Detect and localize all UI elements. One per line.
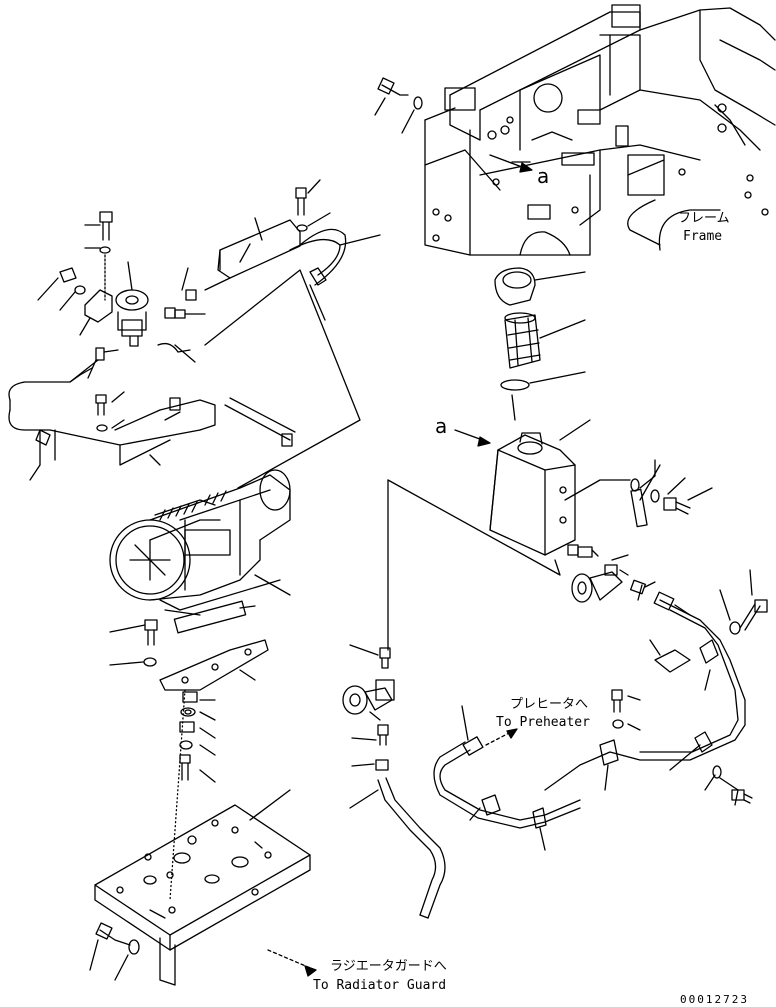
frame-callout: フレーム Frame [658,209,730,251]
radiator-label-en: To Radiator Guard [313,978,446,993]
preheater-label-jp: プレヒータへ [510,697,588,712]
frame-assembly [374,4,776,256]
mount-parts [109,600,269,901]
left-upper-parts [37,179,381,489]
washer [99,246,111,254]
drawing-number: 00012723 [680,993,749,1006]
frame-label-en: Frame [683,229,722,244]
reservoir-tank [489,434,576,556]
reference-a-top: a [489,154,549,188]
tank-fittings [544,544,768,806]
tank-assembly [387,267,713,651]
frame-label-jp: フレーム [678,211,730,226]
ref-a-tank-label: a [435,414,447,438]
valve-tube-assembly [342,644,446,919]
tank-cap [494,267,536,306]
base-plate [89,789,311,986]
o-ring [500,379,530,391]
preheater-callout: プレヒータへ To Preheater [485,689,641,746]
radiator-label-jp: ラジエータガードへ [330,959,447,974]
spacer-plate [173,600,247,634]
drain-valve [571,573,593,603]
fitting [164,307,176,319]
pipe-loop [8,347,296,481]
sleeve [654,649,691,673]
radiator-callout: ラジエータガードへ To Radiator Guard [267,949,447,993]
rod [224,397,296,441]
reference-a-tank: a [435,414,491,447]
preheater-label-en: To Preheater [496,715,590,730]
valve-handle [342,685,368,715]
ref-a-top-label: a [537,164,549,188]
preheater-hose [433,705,581,851]
gasket-plate [159,639,269,691]
strainer [504,314,541,369]
bolt [99,211,113,223]
bracket [84,289,113,323]
flange [115,289,149,311]
hose [299,228,347,286]
heater-unit [109,469,291,616]
nut [59,267,77,283]
